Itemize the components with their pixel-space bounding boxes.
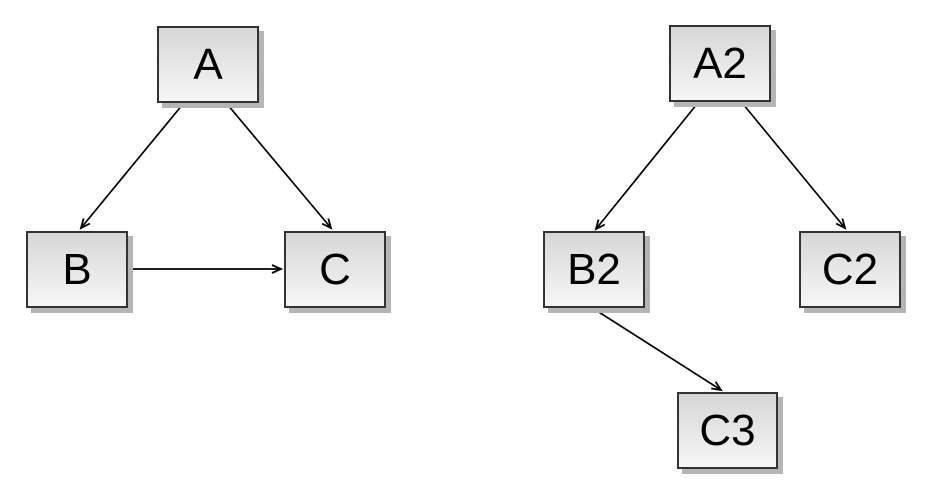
node-label: A (193, 39, 223, 89)
node-label: B (62, 244, 92, 294)
node-A2[interactable]: A2 (669, 25, 771, 102)
edge-B2-C3 (593, 308, 723, 392)
node-label: C2 (821, 244, 879, 294)
edges-group (79, 103, 847, 392)
node-B[interactable]: B (26, 231, 128, 308)
node-label: C3 (699, 405, 756, 455)
edge-A2-C2 (742, 103, 847, 230)
node-C[interactable]: C (284, 231, 386, 308)
node-B2[interactable]: B2 (543, 231, 645, 308)
edge-A2-B2 (594, 103, 698, 231)
node-A[interactable]: A (157, 26, 259, 103)
node-label: A2 (693, 38, 747, 88)
edge-A-C (226, 103, 333, 230)
node-C2[interactable]: C2 (799, 231, 901, 308)
node-label: B2 (567, 244, 621, 294)
edge-A-B (79, 103, 184, 230)
node-label: C (319, 244, 351, 294)
node-C3[interactable]: C3 (677, 392, 778, 469)
